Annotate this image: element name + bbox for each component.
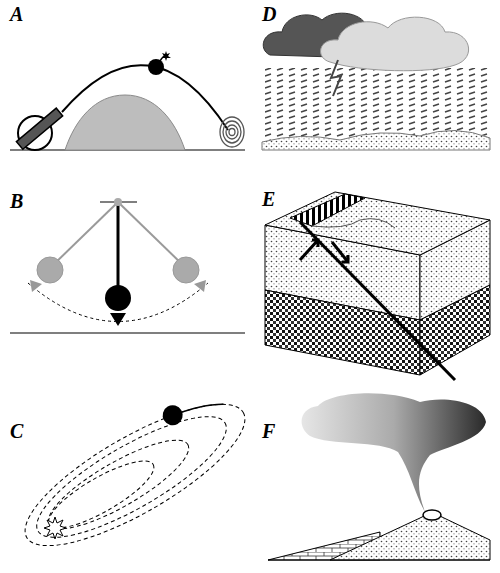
panel-letter: E xyxy=(262,188,275,210)
orbit-panel xyxy=(5,375,262,570)
orbit xyxy=(38,425,199,543)
panel-letter: C xyxy=(10,420,23,442)
volcanic-cone xyxy=(330,514,490,560)
swing-arrow xyxy=(110,313,126,326)
target-ring xyxy=(223,121,241,143)
cannon-barrel xyxy=(16,108,62,149)
bomb xyxy=(148,59,164,75)
swing-arrow xyxy=(30,280,42,292)
pendulum-string xyxy=(118,202,186,268)
target xyxy=(220,117,244,147)
pendulum-panel xyxy=(10,198,245,333)
storm-panel xyxy=(262,13,490,150)
lower-layer xyxy=(420,285,490,375)
sun xyxy=(44,517,66,539)
panel-letter: D xyxy=(262,3,276,25)
ground-line xyxy=(10,332,245,333)
pendulum-bob xyxy=(37,257,63,283)
ground xyxy=(262,130,490,150)
rain xyxy=(265,68,490,140)
target-ring xyxy=(220,117,244,147)
light-cloud xyxy=(321,17,469,71)
fuse-spark xyxy=(162,51,171,61)
orbit xyxy=(8,380,263,571)
pendulum-bob xyxy=(173,257,199,283)
fault-panel xyxy=(265,192,490,380)
ground-surface xyxy=(265,192,490,255)
ground-line xyxy=(268,560,490,561)
ash-plume xyxy=(302,393,486,512)
target-ring xyxy=(226,125,238,139)
panel-letter: F xyxy=(262,420,275,442)
hill xyxy=(65,95,185,150)
pendulum-bob xyxy=(105,285,131,311)
pivot xyxy=(114,198,122,206)
fault-line xyxy=(300,222,455,380)
lightning-bolt xyxy=(331,60,341,96)
orbit xyxy=(41,450,162,539)
slip-arrow xyxy=(300,240,318,260)
swing-arrow xyxy=(194,280,206,292)
panel-letter: A xyxy=(10,3,23,25)
fault-scarp xyxy=(312,219,395,228)
volcano-panel xyxy=(268,393,490,560)
slip-arrow xyxy=(332,242,348,262)
lower-layer xyxy=(265,290,420,375)
planet xyxy=(159,402,186,429)
target-ring xyxy=(229,129,235,136)
crater xyxy=(423,510,441,520)
pendulum-string xyxy=(117,202,120,290)
panel-letter: B xyxy=(10,190,23,212)
orbit xyxy=(23,396,241,558)
projectile-panel xyxy=(10,51,245,150)
pendulum-string xyxy=(50,202,118,268)
trajectory xyxy=(62,65,228,130)
